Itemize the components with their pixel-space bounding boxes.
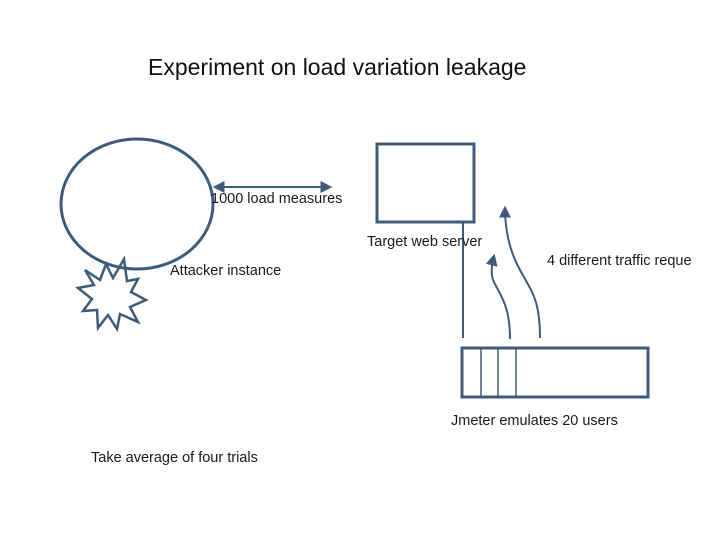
slide-title: Experiment on load variation leakage bbox=[148, 54, 527, 80]
traffic-line-2 bbox=[485, 253, 511, 340]
target-server-label: Target web server bbox=[367, 234, 483, 250]
traffic-requests-label: 4 different traffic reque bbox=[547, 253, 692, 269]
explosion-icon bbox=[75, 255, 149, 333]
jmeter-label: Jmeter emulates 20 users bbox=[451, 413, 618, 429]
average-trials-label: Take average of four trials bbox=[91, 450, 258, 466]
load-measures-label: 1000 load measures bbox=[211, 191, 343, 207]
traffic-line-3 bbox=[499, 205, 541, 339]
jmeter-box bbox=[460, 346, 650, 399]
target-server-box bbox=[375, 142, 476, 224]
attacker-instance-label: Attacker instance bbox=[170, 263, 282, 279]
attacker-ellipse bbox=[59, 137, 215, 271]
